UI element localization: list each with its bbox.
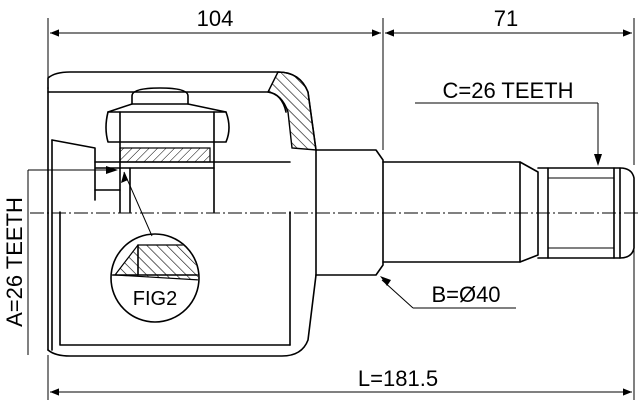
dim-shaft-length: 71 (494, 6, 518, 31)
fig2-callout (110, 171, 200, 323)
b-callout (380, 276, 516, 309)
c-callout (415, 102, 602, 166)
a-callout (27, 166, 118, 355)
spline-c-label: C=26 TEETH (442, 78, 573, 103)
dim-housing-length: 104 (197, 6, 234, 31)
dimension-bottom (47, 245, 635, 400)
shaft (382, 161, 635, 263)
tripod-roller (94, 87, 291, 213)
dimension-top (47, 18, 635, 165)
shaft-diameter-label: B=Ø40 (431, 282, 500, 307)
housing (47, 71, 384, 357)
fig2-label: FIG2 (133, 288, 177, 310)
dim-total-length: L=181.5 (358, 366, 438, 391)
spline-a-label: A=26 TEETH (2, 197, 27, 327)
